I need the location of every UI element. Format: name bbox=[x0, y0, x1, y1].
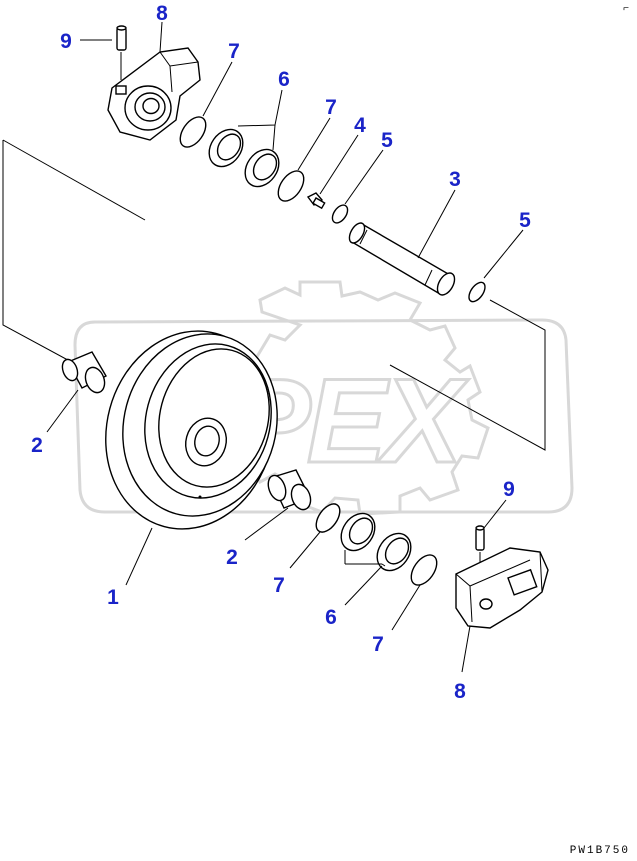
callout-9: 9 bbox=[503, 478, 515, 501]
callout-7: 7 bbox=[325, 96, 337, 119]
assembly-lines bbox=[2, 139, 546, 451]
o-ring-upper-2 bbox=[277, 170, 305, 202]
callout-7: 7 bbox=[273, 574, 285, 597]
bushing-lower bbox=[267, 469, 312, 511]
callout-8: 8 bbox=[156, 2, 168, 25]
callout-2: 2 bbox=[226, 546, 238, 569]
axis-line-left bbox=[2, 140, 91, 373]
pin-top bbox=[116, 25, 127, 80]
bracket-top bbox=[107, 47, 201, 141]
callout-6: 6 bbox=[278, 68, 290, 91]
callout-3: 3 bbox=[449, 168, 461, 191]
callout-2: 2 bbox=[31, 434, 43, 457]
pin-bottom bbox=[475, 525, 485, 600]
watermark-frame bbox=[73, 318, 574, 514]
callout-9: 9 bbox=[60, 30, 72, 53]
corner-mark: ⌐ bbox=[623, 3, 629, 14]
bracket-bottom bbox=[455, 547, 549, 629]
o-ring-lower-2 bbox=[410, 554, 438, 586]
o-ring-small-1 bbox=[331, 204, 349, 224]
seal-pair-upper bbox=[208, 128, 280, 188]
bushing-left bbox=[61, 351, 107, 394]
plug bbox=[306, 192, 326, 210]
o-ring-upper-1 bbox=[179, 116, 207, 148]
callout-7: 7 bbox=[228, 40, 240, 63]
seal-pair-lower bbox=[340, 512, 412, 572]
shaft bbox=[348, 222, 456, 296]
callout-5: 5 bbox=[519, 209, 531, 232]
leader-lines bbox=[46, 21, 524, 673]
callout-1: 1 bbox=[107, 586, 119, 609]
callout-4: 4 bbox=[354, 114, 366, 137]
o-ring-lower-1 bbox=[315, 503, 341, 533]
axis-line-right bbox=[389, 299, 546, 451]
callout-6: 6 bbox=[325, 606, 337, 629]
axis-line-top bbox=[2, 139, 146, 221]
callouts: 1 2 2 3 4 5 5 6 6 7 7 7 7 8 8 9 9 bbox=[31, 2, 531, 703]
o-ring-small-2 bbox=[468, 281, 486, 303]
callout-7: 7 bbox=[372, 633, 384, 656]
callout-8: 8 bbox=[454, 680, 466, 703]
drawing-code: PW1B750 bbox=[570, 845, 630, 857]
idler-wheel bbox=[105, 330, 278, 530]
callout-5: 5 bbox=[381, 129, 393, 152]
